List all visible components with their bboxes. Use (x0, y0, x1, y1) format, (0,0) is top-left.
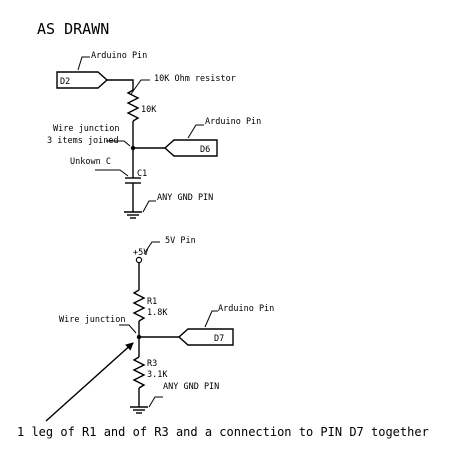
capacitor-note: Unkown C (70, 157, 111, 167)
pin-d2-note: Arduino Pin (91, 51, 147, 61)
pin-d2-shape (56, 71, 109, 89)
caption-arrow (45, 342, 134, 422)
ground-symbol-top (124, 211, 142, 219)
top-circuit: D2 Arduino Pin 10K 10K Ohm resistor Wire… (47, 51, 261, 219)
pin-d6-label: D6 (200, 145, 210, 155)
pin-d6-flag: D6 (163, 139, 218, 157)
bottom-circuit: +5V 5V Pin R1 1.8K Wire junction D7 Ardu… (45, 236, 274, 422)
wire-d2-to-r (107, 79, 134, 90)
supply-label: +5V (133, 248, 148, 258)
junction-note-line2: 3 items joined (47, 136, 119, 146)
pin-d6-note-leader (187, 124, 204, 139)
pin-d6-shape (163, 139, 218, 157)
capacitor-note-leader (95, 169, 129, 177)
pin-d6-note: Arduino Pin (205, 117, 261, 127)
ground-symbol-bottom (130, 406, 148, 414)
resistor-r3 (132, 356, 146, 389)
r3-value: 3.1K (147, 370, 168, 380)
r3-ref: R3 (147, 359, 157, 369)
resistor-note: 10K Ohm resistor (154, 74, 236, 84)
junction-note-line1: Wire junction (53, 124, 120, 134)
pin-d7-shape (177, 328, 234, 346)
resistor-10k (126, 89, 140, 122)
gnd-note-bottom: ANY GND PIN (163, 382, 219, 392)
diagram-title: AS DRAWN (37, 20, 109, 38)
gnd-note-leader-bottom (148, 396, 163, 408)
supply-terminal (135, 256, 143, 264)
junction-note-leader (106, 140, 131, 147)
pin-d7-label: D7 (214, 334, 224, 344)
supply-note-leader (143, 241, 160, 255)
pin-d7-flag: D7 (177, 328, 234, 346)
pin-d7-note: Arduino Pin (218, 304, 274, 314)
supply-note: 5V Pin (165, 236, 196, 246)
gnd-note-top: ANY GND PIN (157, 193, 213, 203)
pin-d7-note-leader (204, 310, 218, 328)
junction-note-leader-bottom (119, 324, 137, 334)
capacitor-ref: C1 (137, 169, 147, 179)
gnd-note-leader-top (142, 200, 156, 213)
r1-ref: R1 (147, 297, 157, 307)
junction-note-bottom: Wire junction (59, 315, 126, 325)
caption-text: 1 leg of R1 and of R3 and a connection t… (17, 425, 429, 439)
resistor-r1 (132, 289, 146, 322)
pin-d2-flag: D2 (56, 71, 109, 89)
resistor-note-leader (130, 79, 150, 95)
resistor-10k-value: 10K (141, 105, 157, 115)
r1-value: 1.8K (147, 308, 168, 318)
pin-d2-label: D2 (60, 77, 70, 87)
pin-d2-note-leader (77, 56, 90, 71)
